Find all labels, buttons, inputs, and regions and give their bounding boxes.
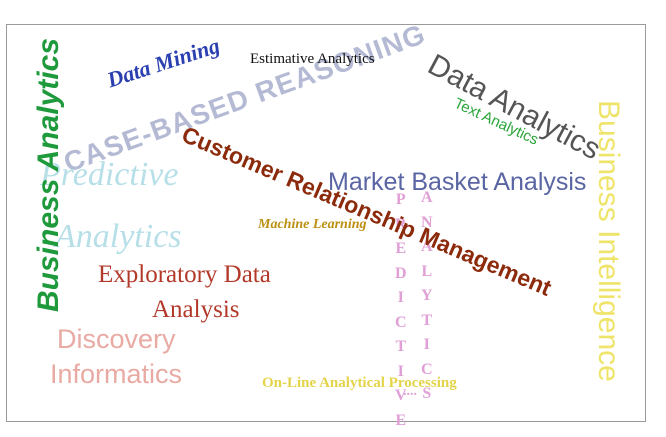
word-estimative-analytics: Estimative Analytics: [250, 52, 375, 67]
word-online-analytical-processing: On-Line Analytical Processing: [262, 376, 457, 391]
predictive-vertical-letter: E: [395, 241, 406, 266]
analytics-vertical-letter: A: [421, 190, 433, 215]
word-discovery: Discovery: [57, 326, 176, 353]
predictive-vertical-letter: I: [398, 290, 404, 315]
predictive-vertical-letter: D: [395, 266, 407, 291]
word-analytics: Analytics: [55, 220, 182, 254]
word-machine-learning: Machine Learning: [258, 218, 367, 232]
predictive-vertical-letter: E: [395, 413, 406, 437]
analytics-vertical-letter: L: [421, 264, 432, 289]
predictive-vertical-letter: C: [395, 315, 407, 340]
word-analysis: Analysis: [152, 297, 240, 322]
word-market-basket-analysis: Market Basket Analysis: [328, 170, 586, 195]
analytics-vertical-letter: T: [421, 313, 432, 338]
word-business-analytics: Business Analytics: [34, 38, 64, 312]
analytics-vertical-letter: I: [424, 337, 430, 362]
predictive-vertical-letter: T: [395, 339, 406, 364]
analytics-vertical-letter: Y: [421, 288, 433, 313]
word-informatics: Informatics: [50, 361, 182, 388]
word-exploratory-data: Exploratory Data: [98, 262, 271, 287]
